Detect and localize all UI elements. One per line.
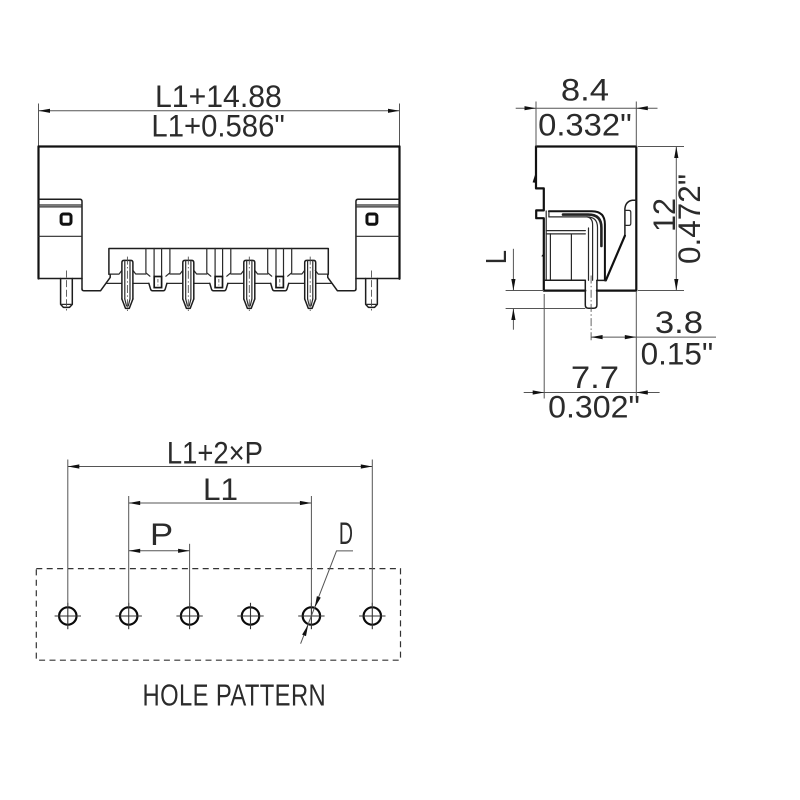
svg-text:7.7: 7.7 xyxy=(571,360,619,395)
svg-text:HOLE PATTERN: HOLE PATTERN xyxy=(143,677,327,712)
svg-text:0.332": 0.332" xyxy=(538,107,632,142)
svg-text:P: P xyxy=(150,518,173,553)
svg-text:12: 12 xyxy=(647,198,683,232)
svg-text:0.15": 0.15" xyxy=(641,336,714,372)
svg-text:L1+0.586": L1+0.586" xyxy=(151,108,284,143)
svg-text:3.8: 3.8 xyxy=(655,305,703,340)
svg-text:L1+2×P: L1+2×P xyxy=(167,436,263,471)
svg-text:L1+14.88: L1+14.88 xyxy=(155,79,282,115)
svg-text:8.4: 8.4 xyxy=(561,73,609,108)
svg-text:0.472": 0.472" xyxy=(671,174,707,264)
svg-text:D: D xyxy=(339,515,353,551)
svg-text:L: L xyxy=(479,250,512,264)
svg-text:0.302": 0.302" xyxy=(548,389,640,425)
svg-text:L1: L1 xyxy=(203,471,238,507)
